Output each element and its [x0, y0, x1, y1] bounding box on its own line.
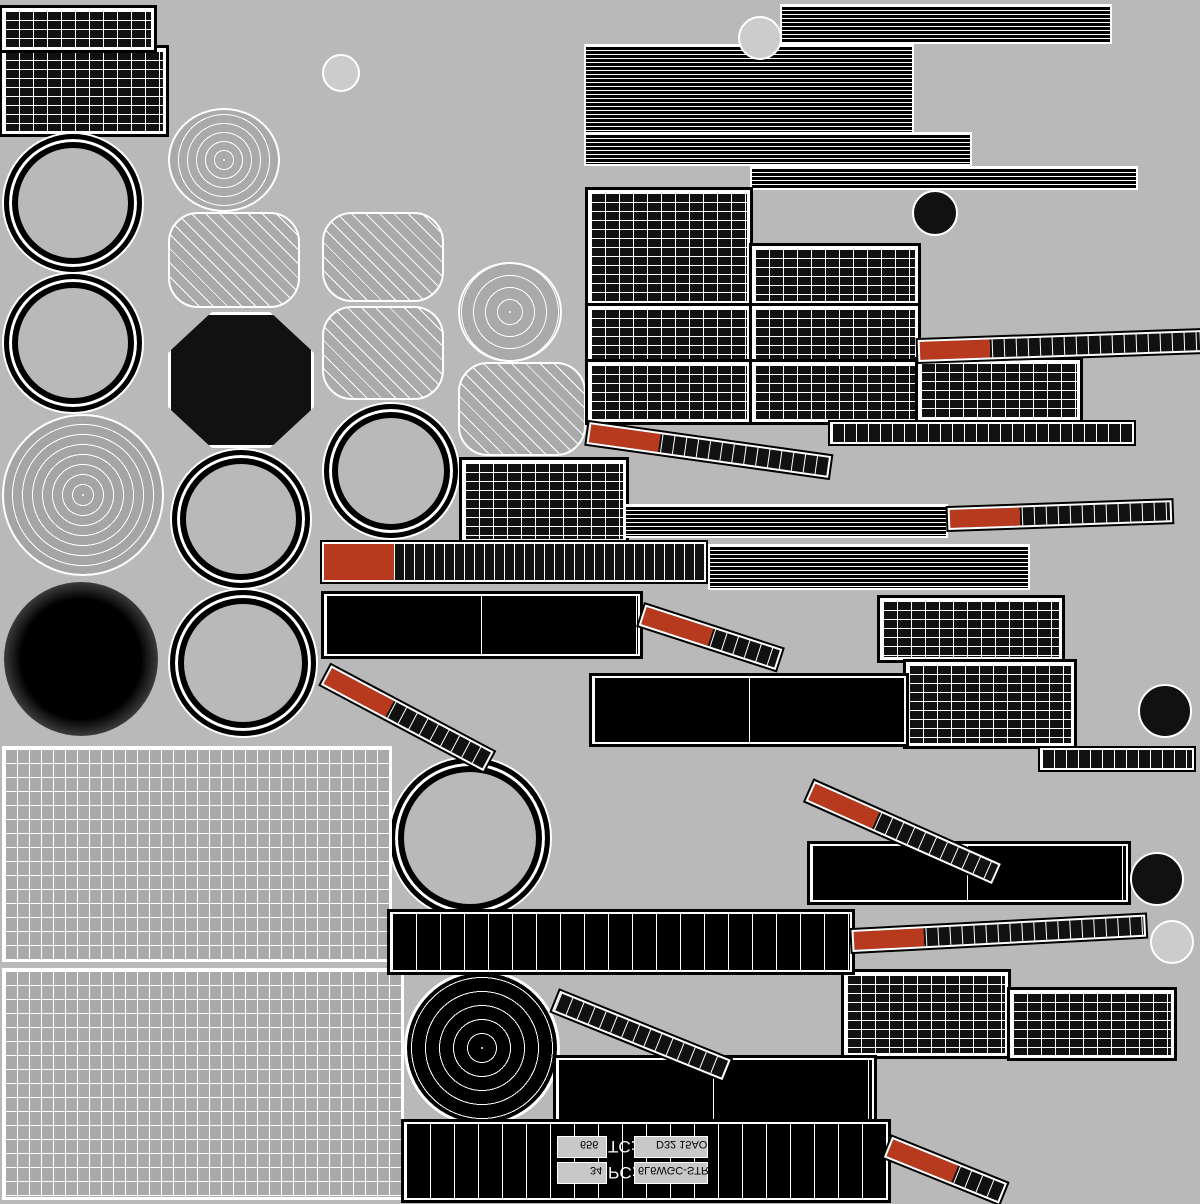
uv-island-octagon-small — [1130, 852, 1184, 906]
uv-island-dark-sphere — [4, 582, 158, 736]
uv-island-lines — [780, 4, 1112, 44]
uv-island-strip — [322, 542, 706, 582]
uv-island-slab — [404, 1122, 888, 1200]
uv-island-circle — [390, 758, 550, 918]
tc-label: TC: — [608, 1137, 636, 1156]
uv-island-octagon-small — [1138, 684, 1192, 738]
uv-island-octagon-small — [912, 190, 958, 236]
tc-code: D32 15AO — [656, 1138, 708, 1150]
uv-island-slab — [592, 676, 906, 744]
uv-island-panel — [1010, 990, 1174, 1058]
uv-island-circle — [172, 450, 310, 588]
uv-island-fabric — [2, 968, 404, 1200]
uv-island-circle — [4, 274, 142, 412]
uv-island-panel — [2, 8, 154, 50]
uv-island-sphere — [404, 970, 560, 1126]
uv-island-circle — [170, 590, 316, 736]
uv-island-strip — [830, 422, 1134, 444]
uv-island-panel — [880, 598, 1062, 660]
uv-island-octagon-small — [738, 16, 782, 60]
uv-island-octagon-small — [322, 54, 360, 92]
uv-island-blob — [322, 212, 444, 302]
uv-island-panel — [918, 360, 1080, 420]
label-box-tc-value — [557, 1136, 607, 1158]
uv-island-panel — [462, 460, 626, 542]
uv-island-blob — [168, 212, 300, 308]
uv-island-panel — [752, 246, 918, 304]
uv-island-panel — [906, 662, 1074, 746]
uv-island-lines — [584, 132, 972, 166]
uv-island-blob — [322, 306, 444, 400]
uv-island-circle — [4, 134, 142, 272]
uv-island-lines — [750, 166, 1138, 190]
uv-island-fabric — [2, 746, 392, 962]
uv-island-octagon — [168, 312, 314, 448]
uv-island-lines — [624, 504, 948, 538]
uv-island-sphere — [168, 108, 280, 212]
uv-island-strip — [638, 604, 783, 670]
uv-island-strip — [851, 914, 1147, 952]
pc-label: PC: — [608, 1163, 637, 1182]
uv-island-circle — [324, 404, 458, 538]
uv-island-lines — [584, 44, 914, 134]
uv-island-slab — [324, 594, 640, 656]
label-box-pc-value — [557, 1162, 607, 1184]
uv-island-panel — [2, 48, 166, 134]
label-box-tc-code — [634, 1136, 708, 1158]
uv-island-panel — [588, 190, 750, 304]
uv-island-panel — [752, 306, 918, 362]
uv-island-strip — [1040, 748, 1194, 770]
uv-island-strip — [883, 1136, 1008, 1204]
uv-island-panel — [752, 362, 918, 422]
uv-island-strip — [947, 500, 1173, 530]
uv-island-octagon-small — [1150, 920, 1194, 964]
pc-code: 6L6WGC-STR — [638, 1164, 709, 1176]
uv-island-panel — [588, 306, 750, 362]
uv-island-blob — [458, 262, 562, 362]
uv-island-slab — [390, 912, 852, 972]
uv-island-blob — [458, 362, 586, 456]
pc-value: 34 — [590, 1164, 603, 1176]
uv-island-panel — [588, 362, 750, 422]
uv-island-strip — [917, 330, 1200, 362]
tc-value: 656 — [580, 1138, 599, 1150]
uv-island-sphere — [2, 414, 164, 576]
uv-island-panel — [844, 972, 1008, 1056]
uv-island-lines — [708, 544, 1030, 590]
label-box-pc-code — [634, 1162, 708, 1184]
